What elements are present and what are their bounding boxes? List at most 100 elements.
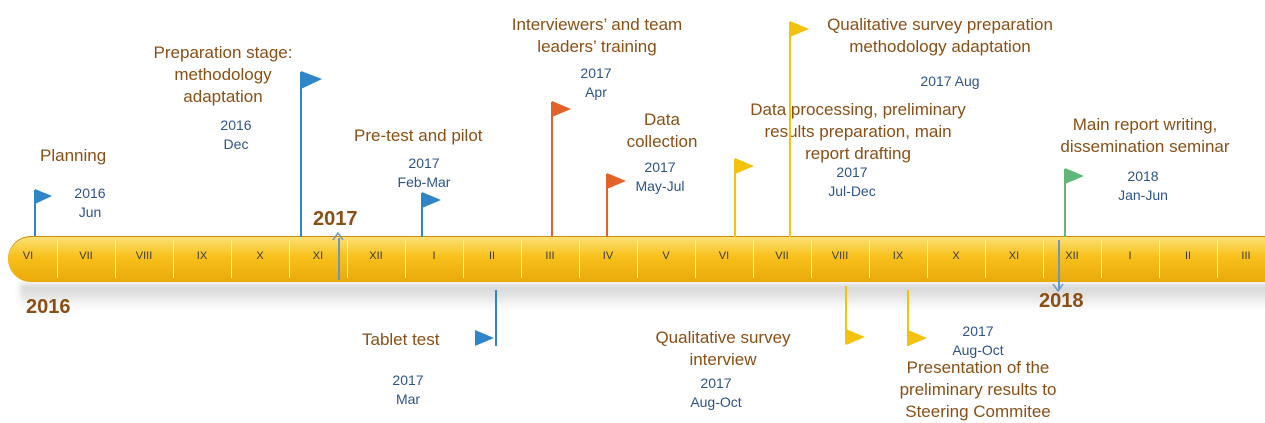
event-title-pretest: Pre-test and pilot <box>354 126 483 145</box>
month-label: IX <box>196 250 208 262</box>
year-label-2018: 2018 <box>1039 290 1084 312</box>
flag-presentation-icon <box>908 330 927 346</box>
event-title-processing: Data processing, preliminary results pre… <box>733 99 983 165</box>
event-date-qual-prep: 2017 Aug <box>920 73 980 89</box>
event-date-qual-interview: 2017 Aug-Oct <box>680 374 752 412</box>
event-title-line: Main report writing, <box>1072 115 1218 134</box>
event-date-year: 2017 <box>580 65 612 81</box>
month-divider <box>1159 240 1160 278</box>
event-date-year: 2016 <box>74 185 106 201</box>
month-label: IX <box>892 250 904 262</box>
flag-pole-qual-interview <box>845 286 847 344</box>
month-divider <box>57 240 58 278</box>
event-title-line: report drafting <box>805 144 911 163</box>
month-label: VIII <box>831 250 849 262</box>
flag-pole-planning <box>34 190 36 236</box>
flag-qual-interview-icon <box>846 329 865 345</box>
event-title-line: Qualitative survey <box>655 328 791 347</box>
event-title-report: Main report writing, dissemination semin… <box>1030 114 1260 158</box>
flag-pole-preparation <box>300 72 302 237</box>
flag-pole-report <box>1064 169 1066 237</box>
event-date-period: Aug-Oct <box>690 394 742 410</box>
event-title-line: dissemination seminar <box>1060 137 1230 156</box>
event-date-presentation: 2017 Aug-Oct <box>942 322 1014 360</box>
arrow-down-icon <box>1052 283 1064 293</box>
event-date-year: 2017 <box>408 155 440 171</box>
flag-pole-qual-prep <box>789 22 791 237</box>
month-label: VI <box>718 250 730 262</box>
timeline-bar <box>8 236 1265 282</box>
event-title-line: Steering Commitee <box>905 402 1051 421</box>
flag-processing-icon <box>735 158 754 174</box>
flag-pretest-icon <box>422 192 441 208</box>
month-divider <box>521 240 522 278</box>
month-divider <box>811 240 812 278</box>
month-divider <box>115 240 116 278</box>
event-date-training: 2017 Apr <box>568 64 624 102</box>
event-title-qual-interview: Qualitative survey interview <box>643 327 803 371</box>
event-date-period: Jan-Jun <box>1118 187 1168 203</box>
arrow-up-icon <box>332 231 344 241</box>
month-label: III <box>545 250 555 262</box>
event-title-line: results preparation, main <box>764 122 952 141</box>
month-divider <box>231 240 232 278</box>
flag-pole-collection <box>606 174 608 237</box>
month-label: XI <box>312 250 324 262</box>
month-label: XI <box>1008 250 1020 262</box>
month-divider <box>1101 240 1102 278</box>
event-title-line: Data processing, preliminary <box>750 100 966 119</box>
event-date-period: Apr <box>585 84 607 100</box>
year-label-2016: 2016 <box>26 296 71 318</box>
event-title-line: Data <box>644 110 680 129</box>
month-label: II <box>488 250 496 262</box>
timeline-bar-shadow <box>20 284 1265 310</box>
flag-planning-icon <box>35 189 52 204</box>
event-date-year: 2016 <box>220 117 252 133</box>
event-date-tablet: 2017 Mar <box>380 371 436 409</box>
flag-pole-presentation <box>907 290 909 346</box>
event-date-period: Mar <box>395 391 421 407</box>
event-title-presentation: Presentation of the preliminary results … <box>878 357 1078 423</box>
event-date-period: Aug-Oct <box>952 342 1004 358</box>
flag-tablet-icon <box>475 330 494 346</box>
event-date-period: May-Jul <box>635 178 685 194</box>
month-divider <box>289 240 290 278</box>
event-title-collection: Data collection <box>616 109 708 153</box>
event-date-period: Dec <box>223 136 249 152</box>
month-divider <box>1043 240 1044 278</box>
event-title-line: leaders’ training <box>537 37 657 56</box>
month-divider <box>753 240 754 278</box>
flag-report-icon <box>1065 168 1084 184</box>
month-label: II <box>1184 250 1192 262</box>
month-label: X <box>256 250 264 262</box>
month-divider <box>927 240 928 278</box>
event-title-line: methodology adaptation <box>849 37 1031 56</box>
event-date-period: Feb-Mar <box>397 174 451 190</box>
event-title-line: methodology <box>174 65 272 84</box>
event-title-line: Qualitative survey preparation <box>827 15 1053 34</box>
month-label: I <box>432 250 436 262</box>
month-divider <box>637 240 638 278</box>
event-title-line: Interviewers’ and team <box>511 15 683 34</box>
event-title-line: adaptation <box>183 87 263 106</box>
month-label: XII <box>369 250 383 262</box>
flag-training-icon <box>552 101 571 117</box>
month-label: VII <box>79 250 93 262</box>
event-date-collection: 2017 May-Jul <box>626 158 694 196</box>
event-title-planning: Planning <box>40 146 107 165</box>
month-label: I <box>1128 250 1132 262</box>
month-divider <box>985 240 986 278</box>
event-date-period: Jul-Dec <box>828 183 876 199</box>
event-date-report: 2018 Jan-Jun <box>1105 167 1181 205</box>
month-divider <box>173 240 174 278</box>
month-label: III <box>1241 250 1251 262</box>
event-date-year: 2018 <box>1127 168 1159 184</box>
flag-pole-tablet <box>495 290 497 346</box>
month-label: VIII <box>135 250 153 262</box>
year-label-2017: 2017 <box>313 208 358 230</box>
event-date-pretest: 2017 Feb-Mar <box>386 154 462 192</box>
flag-pole-training <box>551 102 553 237</box>
event-date-year: 2017 <box>700 375 732 391</box>
month-label: XII <box>1065 250 1079 262</box>
